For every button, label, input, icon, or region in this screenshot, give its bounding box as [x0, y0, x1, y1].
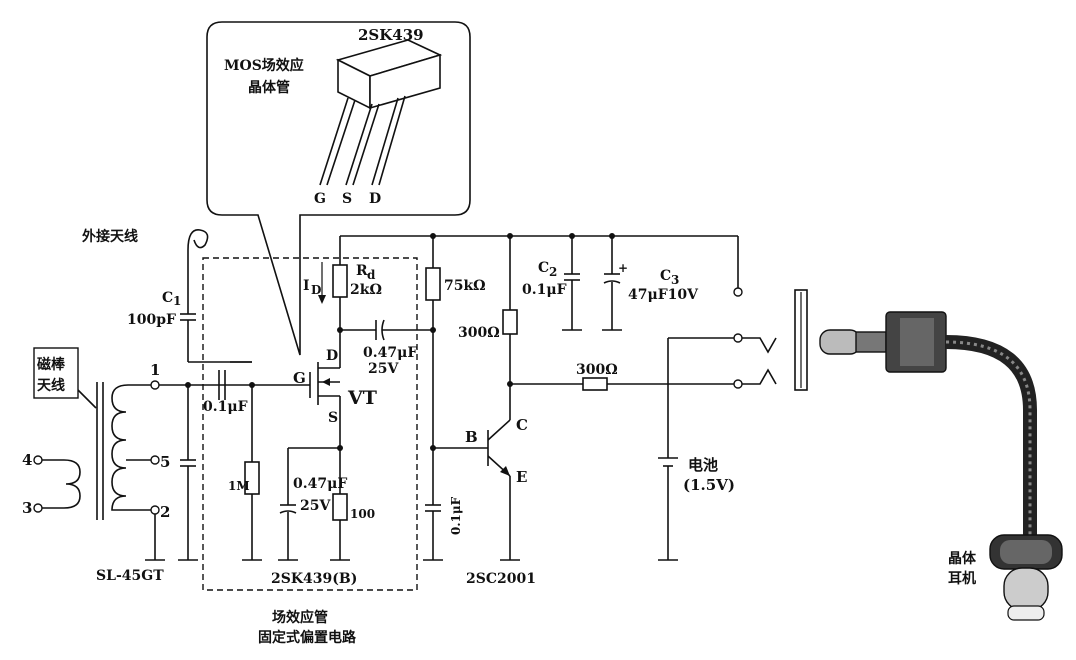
mosfet-vt: G D S VT: [293, 330, 377, 460]
collector-label: C: [516, 416, 528, 434]
c3-sub: 3: [671, 273, 679, 287]
resistor-300-series: 300Ω: [510, 362, 734, 391]
c2-name: C: [538, 260, 549, 276]
ferrite-antenna: 磁棒 天线 4 3 1 5 2 SL-45GT: [22, 347, 170, 584]
r1-label: 1M: [228, 479, 250, 493]
term-3: 3: [22, 499, 32, 517]
callout-type-line2: 晶体管: [248, 79, 290, 96]
callout-pin-d: D: [369, 191, 381, 207]
bjt-2sc2001: B C E 2SC2001: [433, 384, 536, 587]
callout-type-line1: MOS场效应: [224, 57, 304, 74]
tuning-capacitor: [178, 385, 198, 561]
c-047-top-value: 0.47μF: [363, 345, 417, 361]
r-300-a-label: 300Ω: [458, 325, 500, 341]
c1-name: C: [162, 290, 173, 306]
r-300-b-label: 300Ω: [576, 362, 618, 378]
c3-value: 47μF10V: [628, 287, 699, 303]
resistor-r1: 1M: [228, 385, 262, 561]
earphone-jack[interactable]: [733, 289, 808, 391]
ferrite-label-line2: 天线: [37, 377, 65, 394]
id-label: I: [303, 278, 310, 294]
battery: 电池 (1.5V): [658, 337, 735, 561]
rd-sub: d: [367, 268, 376, 282]
earphone-label-line2: 耳机: [948, 570, 976, 587]
capacitor-c3: + C 3 47μF10V: [602, 236, 699, 331]
capacitor-c2: C 2 0.1μF: [522, 236, 582, 331]
c2-value: 0.1μF: [522, 282, 567, 298]
source-label: S: [328, 410, 338, 426]
callout-pin-s: S: [342, 191, 352, 207]
vt-label: VT: [347, 387, 377, 409]
c2-sub: 2: [549, 265, 557, 279]
resistor-rd: I D R d 2kΩ: [303, 236, 382, 330]
r-75k-label: 75kΩ: [444, 278, 486, 294]
callout-part-number: 2SK439: [358, 26, 424, 44]
c3-plus: +: [618, 261, 628, 275]
fet-bias-module-box: [202, 257, 418, 591]
caption-line1: 场效应管: [272, 609, 328, 626]
c4-value: 0.1μF: [203, 399, 248, 415]
base-label: B: [465, 428, 478, 446]
resistor-rs: 100: [330, 460, 375, 561]
rd-name: R: [356, 263, 368, 279]
c-base-value: 0.1μF: [449, 496, 463, 535]
caption-line2: 固定式偏置电路: [258, 629, 357, 646]
external-antenna-label: 外接天线: [82, 228, 138, 245]
resistor-300-collector: 300Ω: [458, 236, 518, 384]
capacitor-c4: 0.1μF: [203, 361, 252, 415]
c3-name: C: [660, 268, 671, 284]
emitter-label: E: [516, 468, 527, 486]
callout-pin-g: G: [314, 191, 326, 207]
c-047-bot-value: 0.47μF: [293, 476, 347, 492]
rd-value: 2kΩ: [350, 282, 382, 298]
term-2: 2: [160, 503, 170, 521]
c1-value: 100pF: [127, 312, 176, 328]
battery-voltage: (1.5V): [683, 476, 735, 494]
battery-label: 电池: [688, 456, 718, 474]
base-capacitor: 0.1μF: [423, 448, 463, 561]
term-1: 1: [150, 361, 160, 379]
coil-model: SL-45GT: [96, 568, 164, 584]
resistor-75k: 75kΩ: [425, 236, 486, 448]
c-047-top-voltage: 25V: [368, 361, 399, 377]
term-5: 5: [160, 453, 170, 471]
c-047-bot-voltage: 25V: [300, 498, 331, 514]
mosfet-callout: 2SK439 MOS场效应 晶体管 G S D: [206, 21, 471, 356]
gate-label: G: [293, 369, 306, 387]
source-bypass-capacitor: 0.47μF 25V: [278, 448, 347, 561]
capacitor-c1: C 1 100pF: [127, 268, 252, 363]
term-4: 4: [22, 451, 32, 469]
c1-sub: 1: [173, 294, 181, 308]
id-sub: D: [311, 283, 321, 297]
bjt-model: 2SC2001: [466, 571, 536, 587]
fet-model: 2SK439(B): [271, 571, 357, 587]
earphone-label-line1: 晶体: [948, 550, 977, 567]
drain-label: D: [326, 348, 338, 364]
ferrite-label-line1: 磁棒: [37, 356, 66, 373]
crystal-earphone[interactable]: 晶体 耳机: [819, 311, 1063, 621]
coupling-capacitor: 0.47μF 25V: [340, 319, 433, 377]
rs-label: 100: [350, 507, 375, 521]
external-antenna: 外接天线: [82, 228, 209, 268]
